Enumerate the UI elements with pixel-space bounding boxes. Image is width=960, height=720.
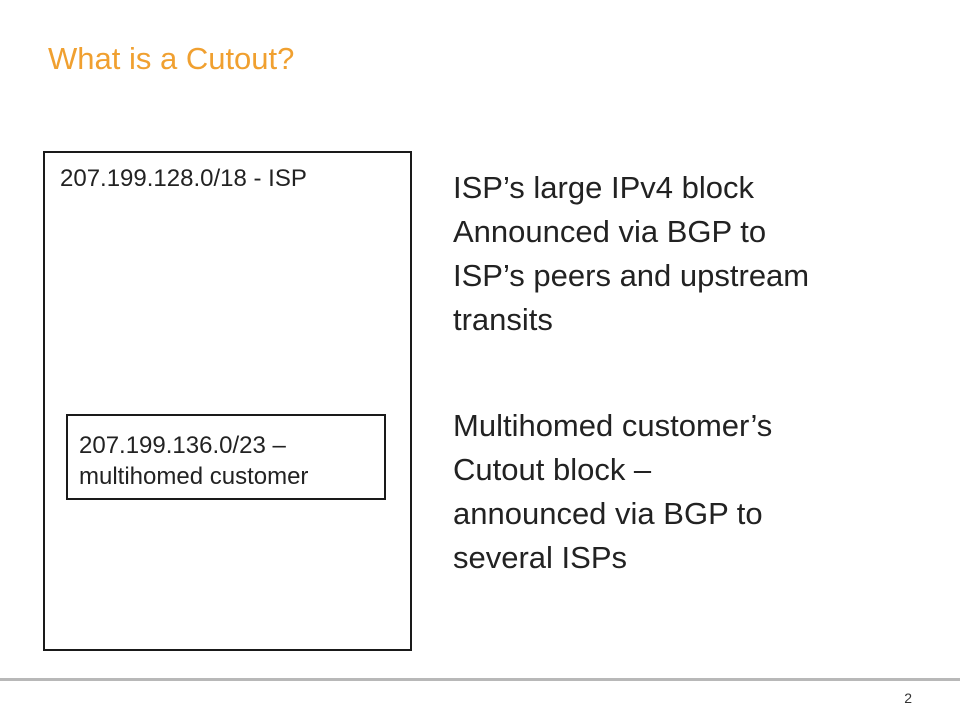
description-line: ISP’s large IPv4 block bbox=[453, 170, 754, 205]
customer-cutout-block: 207.199.136.0/23 – multihomed customer bbox=[66, 414, 386, 500]
page-number: 2 bbox=[904, 690, 912, 706]
description-line: Multihomed customer’s bbox=[453, 408, 773, 443]
isp-block-description: ISP’s large IPv4 block Announced via BGP… bbox=[453, 166, 809, 342]
description-line: Announced via BGP to bbox=[453, 214, 767, 249]
description-line: Cutout block – bbox=[453, 452, 652, 487]
description-line: ISP’s peers and upstream bbox=[453, 258, 810, 293]
cutout-block-label-line: 207.199.136.0/23 – bbox=[79, 432, 286, 459]
description-line: transits bbox=[453, 302, 553, 337]
cutout-block-label: 207.199.136.0/23 – multihomed customer bbox=[79, 430, 384, 492]
footer-divider bbox=[0, 678, 960, 681]
description-line: announced via BGP to bbox=[453, 496, 763, 531]
cutout-block-label-line: multihomed customer bbox=[79, 463, 309, 490]
isp-address-block: 207.199.128.0/18 - ISP 207.199.136.0/23 … bbox=[43, 151, 412, 651]
cutout-block-description: Multihomed customer’s Cutout block – ann… bbox=[453, 404, 772, 580]
slide-title: What is a Cutout? bbox=[48, 41, 295, 76]
isp-block-label: 207.199.128.0/18 - ISP bbox=[60, 165, 307, 192]
description-line: several ISPs bbox=[453, 540, 628, 575]
